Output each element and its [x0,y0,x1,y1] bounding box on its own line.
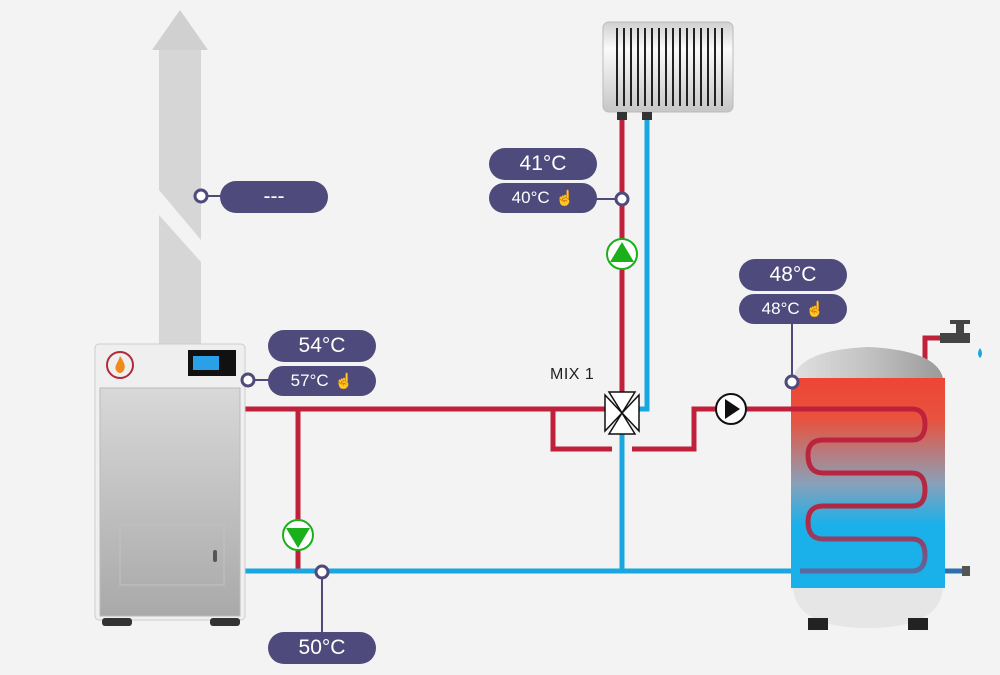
tap-icon [940,333,970,343]
pump-boiler-bypass[interactable] [282,519,314,551]
flame-icon [106,351,134,379]
setpoint-value: 40°C [511,188,550,207]
hand-pointer-icon: ☝ [334,373,354,390]
boiler-out-actual: 54°C [268,330,376,362]
setpoint-value: 57°C [290,371,329,390]
radiator-setpoint[interactable]: 40°C ☝ [489,183,597,213]
boiler-out-setpoint[interactable]: 57°C ☝ [268,366,376,396]
hand-pointer-icon: ☝ [805,301,825,318]
tank-actual: 48°C [739,259,847,291]
pump-radiator[interactable] [606,238,638,270]
setpoint-value: 48°C [761,299,800,318]
return-temp-readout: 50°C [268,632,376,664]
sensor-connectors [193,188,800,633]
radiator-actual: 41°C [489,148,597,180]
tank-setpoint[interactable]: 48°C ☝ [739,294,847,324]
mixing-valve[interactable] [604,391,640,435]
boiler [94,343,246,626]
hot-water-tank [780,320,982,630]
mixer-label: MIX 1 [550,366,595,383]
radiator [602,21,734,120]
chimney [152,10,208,345]
flue-temp-readout: --- [220,181,328,213]
hand-pointer-icon: ☝ [555,190,575,207]
pump-tank[interactable] [715,393,747,425]
